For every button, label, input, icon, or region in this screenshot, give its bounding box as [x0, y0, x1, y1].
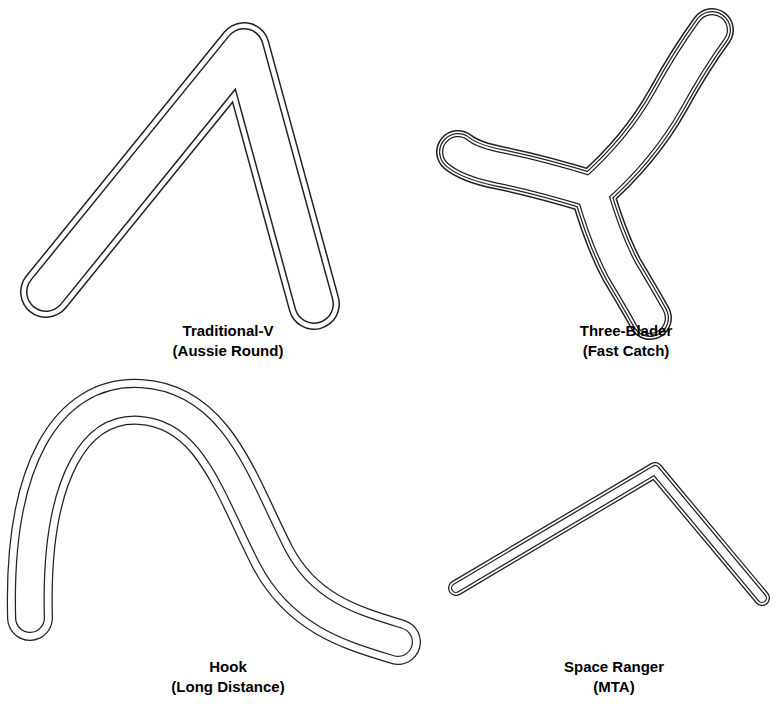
- shape-purpose: (Long Distance): [171, 678, 284, 696]
- shape-purpose: (Aussie Round): [173, 342, 284, 360]
- space-ranger-boomerang: [456, 470, 762, 598]
- shape-purpose: (Fast Catch): [583, 342, 670, 360]
- shape-name: Space Ranger: [564, 658, 664, 676]
- hook-boomerang: [30, 402, 398, 642]
- traditional-v-boomerang: [46, 48, 314, 304]
- shape-purpose: (MTA): [593, 678, 634, 696]
- shape-name: Three-Blader: [580, 322, 673, 340]
- shape-name: Hook: [209, 658, 247, 676]
- shape-name: Traditional-V: [183, 322, 274, 340]
- three-blader-boomerang: [458, 30, 712, 318]
